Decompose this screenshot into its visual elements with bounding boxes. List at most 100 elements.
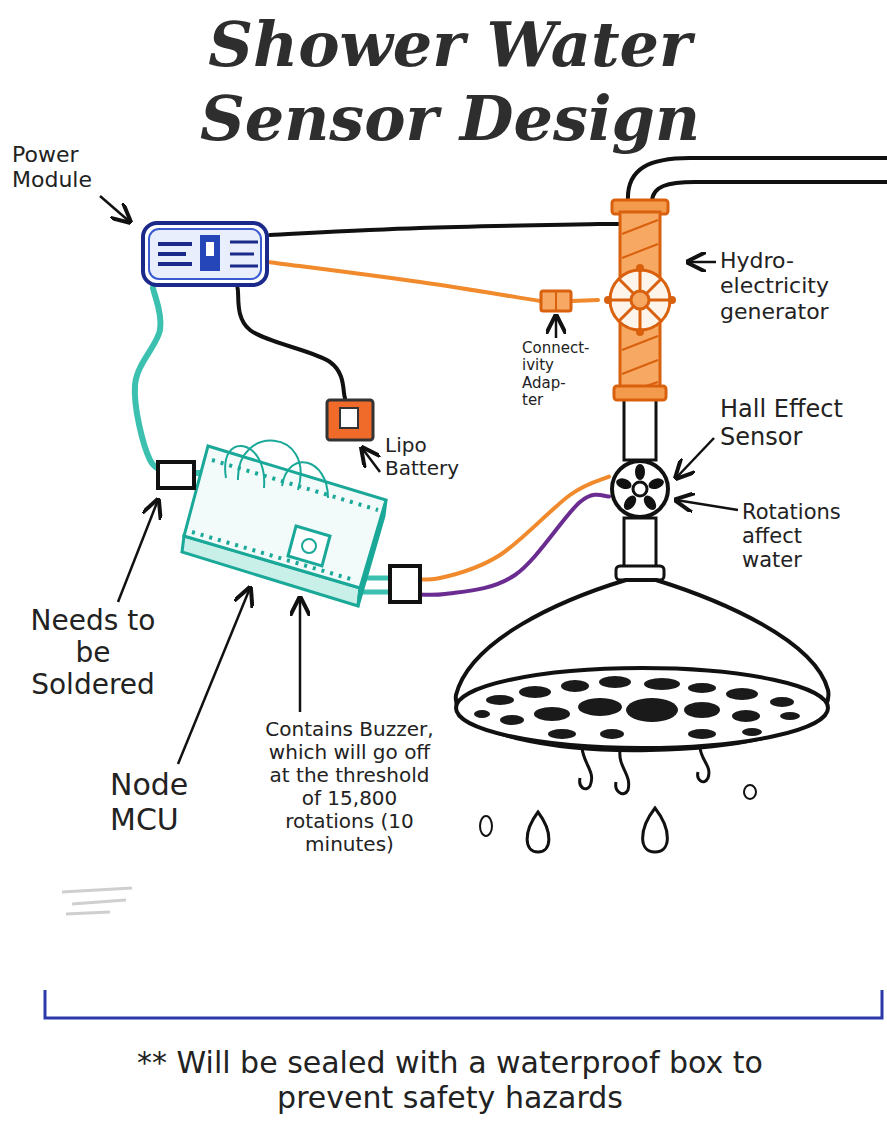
water-drip	[580, 748, 592, 789]
wire-connector	[393, 477, 609, 580]
component-node: Lipo Battery	[325, 398, 375, 442]
module-face	[149, 229, 261, 279]
battery-label-patch	[340, 408, 358, 428]
shower-hole	[500, 715, 524, 725]
component-node: Node MCU	[178, 438, 393, 613]
shower-hole	[726, 688, 758, 700]
wire-connector	[135, 288, 178, 473]
adapter-body	[541, 291, 571, 311]
component-graphic	[178, 438, 393, 613]
water-droplet	[480, 816, 492, 836]
wire-connector	[270, 224, 598, 235]
turbine-knob	[636, 264, 644, 272]
wire-connector	[393, 495, 609, 595]
turbine-knob	[636, 328, 644, 336]
sensor-vane	[615, 477, 633, 491]
leader-arrow	[100, 196, 130, 222]
component-node: Power Module	[140, 220, 270, 288]
shower-hole	[534, 707, 570, 721]
shower-hole	[626, 698, 678, 722]
component-node: Hall Effect Sensor	[609, 458, 671, 520]
wire-stub	[598, 222, 620, 226]
module-marks	[230, 242, 258, 266]
module-switch	[200, 235, 220, 271]
sensor-hub	[633, 482, 647, 496]
component-node: Hydro- electricity generator	[598, 200, 682, 400]
sensor-vane	[647, 477, 665, 491]
water-droplet	[744, 785, 756, 799]
component-label: Node MCU	[110, 768, 220, 837]
component-label: Hydro- electricity generator	[720, 248, 880, 324]
shower-hole	[684, 702, 720, 718]
leader-arrow	[118, 500, 158, 602]
shower-hole	[688, 683, 716, 693]
shower-head	[456, 580, 829, 750]
sensor-wheel	[612, 461, 668, 517]
shower-hole	[780, 712, 800, 720]
water-pipe	[624, 398, 656, 460]
faint-scribble	[62, 888, 132, 914]
sensor-vane	[635, 464, 645, 480]
connector-block	[158, 462, 194, 488]
wire-connector	[270, 262, 540, 301]
shower-hole	[688, 729, 716, 739]
bracket	[45, 990, 882, 1018]
shower-hole	[599, 676, 631, 688]
component-label: Hall Effect Sensor	[720, 396, 880, 451]
board-chip	[288, 526, 330, 566]
leader-arrow	[688, 261, 716, 264]
shower-hole	[548, 729, 576, 739]
component-label: Lipo Battery	[385, 434, 475, 480]
switch-toggle	[206, 242, 214, 256]
callout-note: Contains Buzzer, which will go off at th…	[262, 718, 437, 856]
water-drip	[616, 750, 629, 794]
water-pipe	[624, 518, 656, 570]
shower-hole	[600, 729, 624, 739]
shower-hole	[561, 680, 589, 692]
board-top	[184, 446, 386, 588]
generator-flange	[614, 386, 666, 400]
water-hose	[652, 182, 887, 202]
adapter-seam	[555, 292, 557, 310]
module-body	[143, 223, 267, 285]
shower-hole	[732, 710, 760, 722]
leader-arrow	[676, 438, 714, 478]
pipe-collar	[616, 566, 664, 580]
diagram-caption: ** Will be sealed with a waterproof box …	[105, 1046, 795, 1115]
turbine-wheel	[610, 270, 670, 330]
shower-face	[456, 668, 828, 748]
component-node: Connect- ivity Adap- ter	[540, 290, 572, 312]
leader-arrows	[100, 196, 738, 764]
component-label: Power Module	[12, 142, 122, 193]
wire-connector	[572, 300, 598, 301]
shower-hole	[644, 678, 680, 690]
diagram-title: Shower Water Sensor Design	[160, 8, 740, 156]
callout-note: Needs to be Soldered	[18, 605, 168, 702]
chip-mark	[302, 539, 316, 553]
leader-arrow	[362, 448, 380, 472]
component-graphic	[140, 220, 270, 288]
leader-arrow	[178, 588, 250, 764]
leader-arrow	[555, 316, 558, 338]
water-drop	[527, 812, 549, 852]
water-hose	[628, 158, 887, 202]
shower-hole	[474, 710, 490, 718]
shower-holes	[474, 676, 800, 739]
shower-hole	[770, 697, 794, 707]
shower-hole	[519, 686, 551, 698]
shower-hole	[486, 695, 514, 705]
pin-header	[212, 460, 378, 510]
jumper-wires	[225, 441, 328, 498]
water-drip	[698, 748, 709, 782]
battery-body	[327, 400, 373, 440]
leader-arrow	[676, 500, 738, 510]
component-graphic	[609, 458, 671, 520]
leader-arrow	[299, 598, 302, 712]
module-marks	[158, 244, 192, 264]
shower-hole	[742, 728, 762, 736]
component-graphic	[598, 200, 682, 400]
connector-block	[390, 566, 420, 602]
shower-hole	[578, 698, 622, 716]
turbine-hub	[631, 291, 649, 309]
